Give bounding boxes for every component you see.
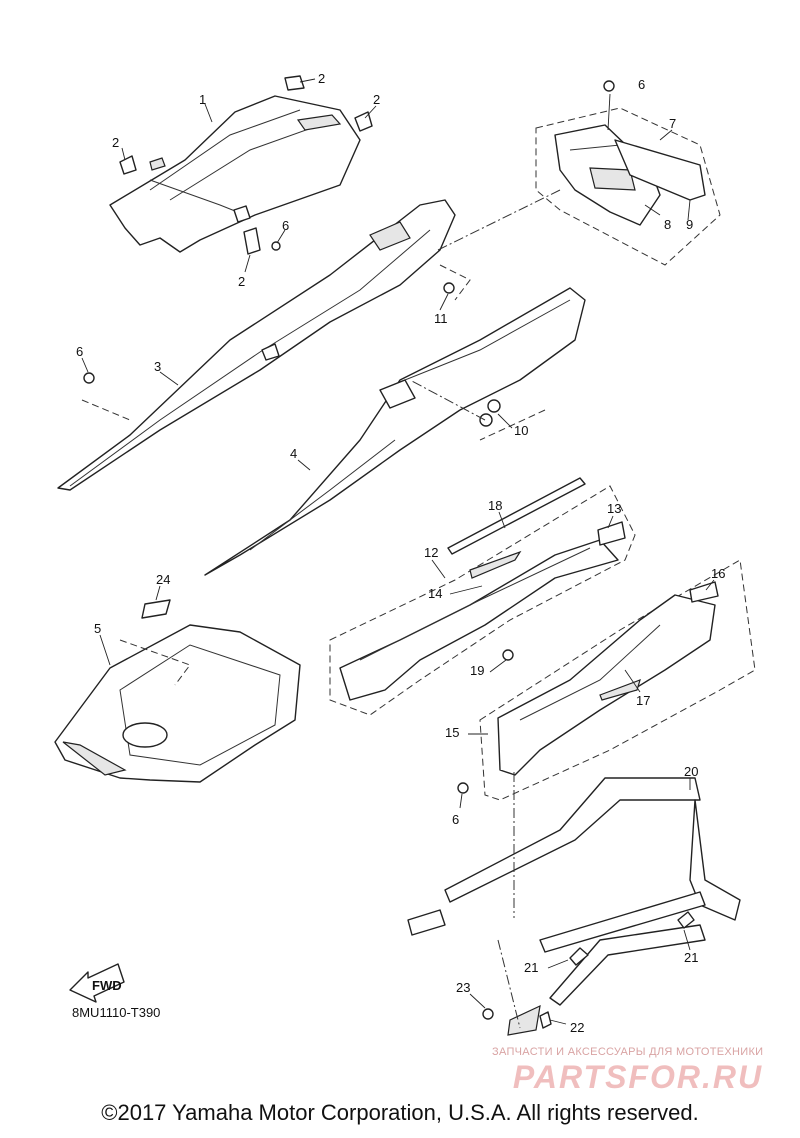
fwd-label: FWD (92, 978, 122, 993)
callout-15: 15 (445, 725, 459, 740)
copyright-notice: ©2017 Yamaha Motor Corporation, U.S.A. A… (101, 1100, 699, 1125)
callout-20: 20 (684, 764, 698, 779)
part-1-seat-cover (109, 95, 361, 253)
callout-8: 8 (664, 217, 671, 232)
callout-19: 19 (470, 663, 484, 678)
part-10-11-fasteners (443, 282, 501, 427)
leader-lines (81, 78, 715, 1029)
callout-2: 2 (318, 71, 325, 86)
part-6-screws (83, 80, 615, 794)
callout-16: 16 (711, 566, 725, 581)
callout-7: 7 (669, 116, 676, 131)
callout-6: 6 (638, 77, 645, 92)
part-12-inner-panel-group (329, 477, 636, 716)
callout-18: 18 (488, 498, 502, 513)
callout-2: 2 (373, 92, 380, 107)
part-24-decal (141, 599, 171, 619)
callout-6: 6 (282, 218, 289, 233)
part-4-side-panel (204, 287, 586, 576)
part-15-lower-panel-group (479, 559, 756, 801)
callout-6: 6 (76, 344, 83, 359)
diagram-code: 8MU1110-T390 (72, 1005, 161, 1020)
callout-21: 21 (524, 960, 538, 975)
part-5-storage-tub (54, 624, 301, 783)
callout-24: 24 (156, 572, 170, 587)
callout-14: 14 (428, 586, 442, 601)
callout-23: 23 (456, 980, 470, 995)
callout-2: 2 (238, 274, 245, 289)
callout-3: 3 (154, 359, 161, 374)
part-20-frame (407, 777, 741, 1006)
callout-1: 1 (199, 92, 206, 107)
callout-11: 11 (434, 311, 448, 326)
callout-12: 12 (424, 545, 438, 560)
callout-21: 21 (684, 950, 698, 965)
watermark-logo-text: PARTSFOR.RU (513, 1059, 763, 1094)
part-2-clips (119, 75, 373, 255)
callout-6: 6 (452, 812, 459, 827)
callout-10: 10 (514, 423, 528, 438)
part-7-8-9-tail-assembly (535, 107, 721, 266)
callouts: 1 2 2 2 2 3 4 5 6 6 6 6 7 8 9 10 11 12 1… (76, 71, 725, 1035)
callout-22: 22 (570, 1020, 584, 1035)
fwd-arrow: FWD (69, 963, 125, 1003)
part-21-22-23-clips (482, 911, 695, 1036)
watermark-logo: PARTSFOR.RU (513, 1059, 763, 1094)
callout-13: 13 (607, 501, 621, 516)
watermark-tagline: ЗАПЧАСТИ И АКСЕССУАРЫ ДЛЯ МОТОТЕХНИКИ (492, 1046, 764, 1058)
part-3-side-rail (57, 199, 456, 491)
callout-4: 4 (290, 446, 297, 461)
callout-2: 2 (112, 135, 119, 150)
callout-17: 17 (636, 693, 650, 708)
callout-5: 5 (94, 621, 101, 636)
callout-9: 9 (686, 217, 693, 232)
